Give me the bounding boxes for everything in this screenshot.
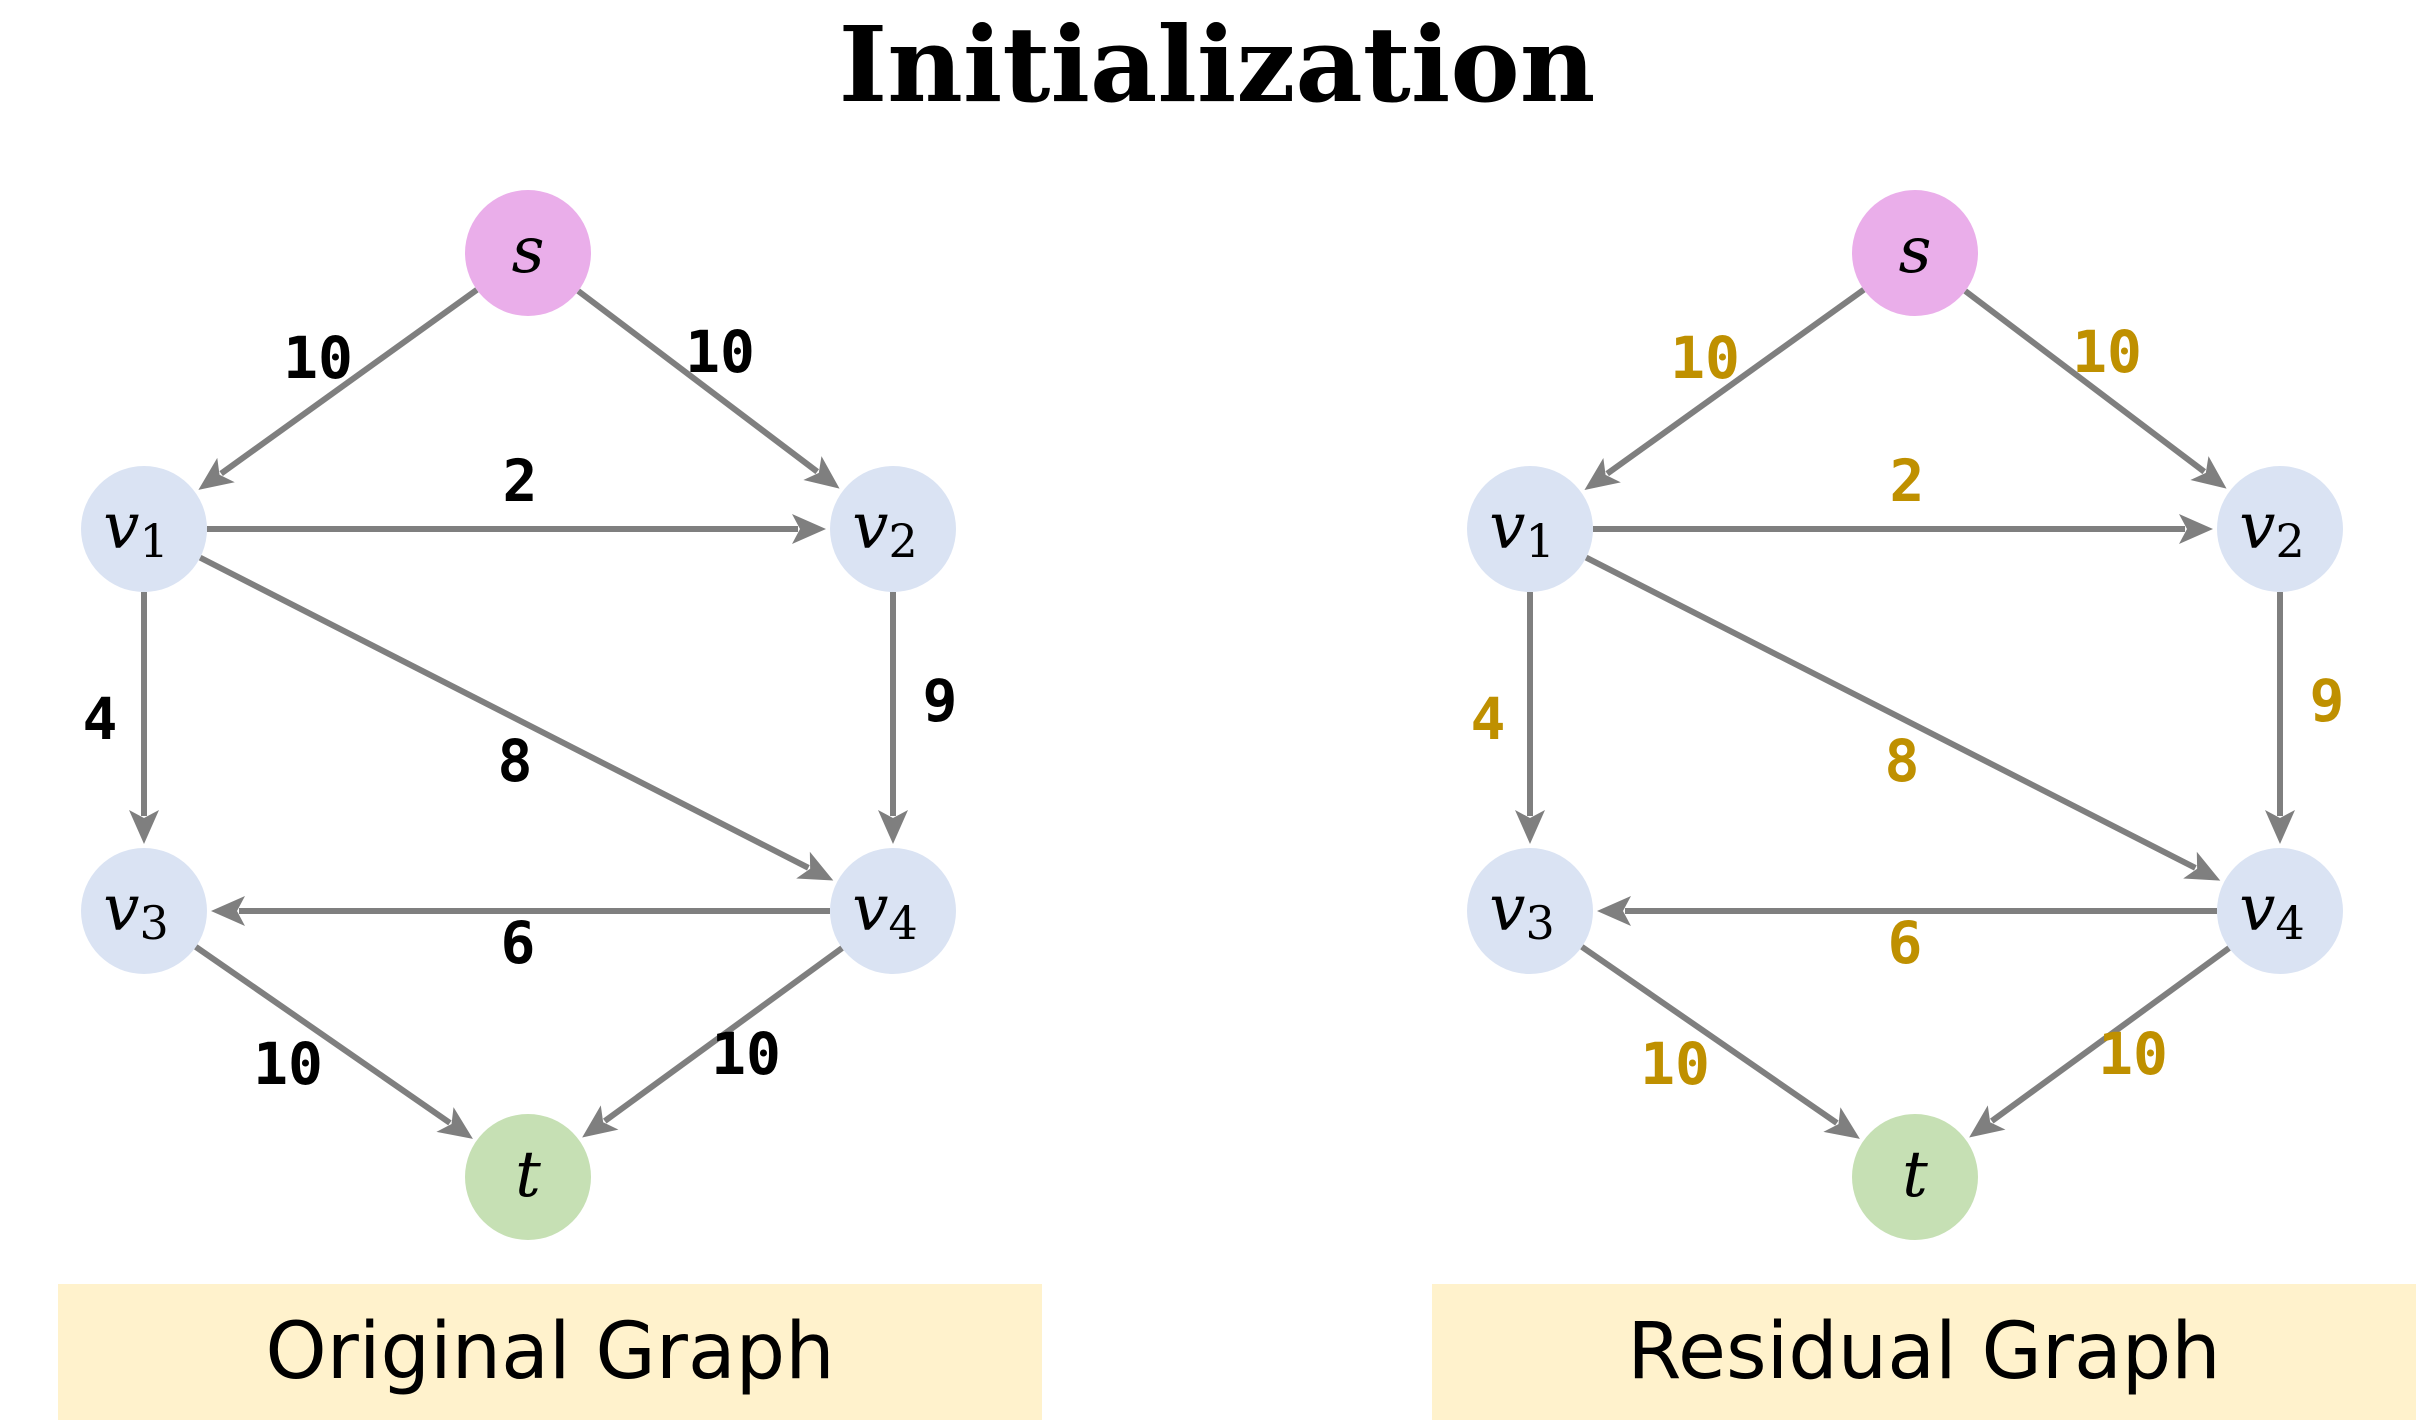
arrowhead-v3-t xyxy=(1823,1107,1860,1139)
arrowhead-v1-v2 xyxy=(792,514,826,544)
node-v3-circle xyxy=(81,848,207,974)
arrowhead-v4-t xyxy=(1969,1105,2006,1138)
edge-capacity-v4-v3: 6 xyxy=(501,909,536,977)
node-v4-label: v4 xyxy=(852,872,917,951)
node-v2-label: v2 xyxy=(2239,490,2304,569)
arrowhead-v1-v4 xyxy=(2183,851,2221,881)
edge-v4-t xyxy=(1990,945,2231,1124)
arrowhead-v4-t xyxy=(582,1105,619,1138)
arrowhead-v4-v3 xyxy=(1597,896,1631,926)
edge-capacity-s-v1: 10 xyxy=(283,324,353,392)
arrowhead-v1-v3 xyxy=(129,810,159,844)
edge-s-v2 xyxy=(1963,288,2207,475)
edge-capacity-v4-t: 10 xyxy=(711,1020,781,1088)
edge-v1-v4 xyxy=(1584,554,2197,871)
arrowhead-v2-v4 xyxy=(2265,810,2295,844)
arrowhead-v1-v3 xyxy=(1515,810,1545,844)
node-v4: v4 xyxy=(830,848,956,974)
edge-capacity-v3-t: 10 xyxy=(253,1030,323,1098)
edge-capacity-v2-v4: 9 xyxy=(923,667,958,735)
arrowhead-s-v1 xyxy=(1584,457,1621,490)
node-v2-circle xyxy=(2217,466,2343,592)
edge-capacity-v1-v2: 2 xyxy=(503,447,538,515)
arrowhead-s-v2 xyxy=(2190,456,2227,489)
arrowhead-v3-t xyxy=(436,1107,473,1139)
node-s-circle xyxy=(1852,190,1978,316)
edge-capacity-v1-v3: 4 xyxy=(1471,685,1506,753)
node-v4-circle xyxy=(2217,848,2343,974)
edge-v1-v4 xyxy=(198,554,810,871)
node-v2-circle xyxy=(830,466,956,592)
node-t-label: t xyxy=(515,1138,541,1212)
node-t-circle xyxy=(1852,1114,1978,1240)
edge-v4-t xyxy=(603,945,844,1124)
node-v2: v2 xyxy=(830,466,956,592)
node-v1: v1 xyxy=(1467,466,1593,592)
node-v1-circle xyxy=(1467,466,1593,592)
node-s: s xyxy=(1852,190,1978,316)
residual-graph-caption: Residual Graph xyxy=(1432,1284,2416,1420)
edge-v3-t xyxy=(194,944,452,1126)
edge-capacity-v4-v3: 6 xyxy=(1888,909,1923,977)
node-s-label: s xyxy=(512,214,545,288)
arrowhead-v4-v3 xyxy=(211,896,245,926)
arrowhead-s-v1 xyxy=(198,457,235,490)
node-v3: v3 xyxy=(1467,848,1593,974)
node-v3-label: v3 xyxy=(1489,872,1554,951)
node-v1-circle xyxy=(81,466,207,592)
edge-capacity-s-v1: 10 xyxy=(1670,324,1740,392)
node-v2-label: v2 xyxy=(852,490,917,569)
node-v1-label: v1 xyxy=(1489,490,1554,569)
edge-capacity-v1-v3: 4 xyxy=(83,685,118,753)
node-s: s xyxy=(465,190,591,316)
residual-graph: 10 10 2 4 8 9 6 10 10 s v1 v2 v3 v4 t xyxy=(1467,190,2344,1240)
arrowhead-v2-v4 xyxy=(878,810,908,844)
edge-capacity-s-v2: 10 xyxy=(685,318,755,386)
edge-capacity-v4-t: 10 xyxy=(2098,1020,2168,1088)
page-title: Initialization xyxy=(838,3,1596,126)
edge-capacity-v3-t: 10 xyxy=(1640,1030,1710,1098)
node-v3-circle xyxy=(1467,848,1593,974)
node-v3-label: v3 xyxy=(103,872,168,951)
node-t-label: t xyxy=(1902,1138,1928,1212)
node-v4: v4 xyxy=(2217,848,2343,974)
edge-capacity-s-v2: 10 xyxy=(2072,318,2142,386)
edge-capacity-v1-v4: 8 xyxy=(498,727,533,795)
edge-capacity-v1-v4: 8 xyxy=(1885,727,1920,795)
edge-s-v2 xyxy=(576,288,820,475)
edge-s-v1 xyxy=(1605,287,1866,477)
arrowhead-v1-v2 xyxy=(2179,514,2213,544)
edge-capacity-v2-v4: 9 xyxy=(2310,667,2345,735)
node-v4-circle xyxy=(830,848,956,974)
node-v4-label: v4 xyxy=(2239,872,2304,951)
edge-s-v1 xyxy=(219,287,479,476)
node-v1-label: v1 xyxy=(103,490,168,569)
original-graph: 10 10 2 4 8 9 6 10 10 s v1 v2 v3 v4 t xyxy=(81,190,957,1240)
node-v1: v1 xyxy=(81,466,207,592)
original-graph-caption: Original Graph xyxy=(58,1284,1042,1420)
edge-v3-t xyxy=(1580,944,1839,1126)
node-s-circle xyxy=(465,190,591,316)
node-t-circle xyxy=(465,1114,591,1240)
node-s-label: s xyxy=(1899,214,1932,288)
edge-capacity-v1-v2: 2 xyxy=(1890,447,1925,515)
node-v3: v3 xyxy=(81,848,207,974)
node-t: t xyxy=(1852,1114,1978,1240)
arrowhead-s-v2 xyxy=(803,456,840,489)
node-t: t xyxy=(465,1114,591,1240)
arrowhead-v1-v4 xyxy=(796,851,834,881)
node-v2: v2 xyxy=(2217,466,2343,592)
